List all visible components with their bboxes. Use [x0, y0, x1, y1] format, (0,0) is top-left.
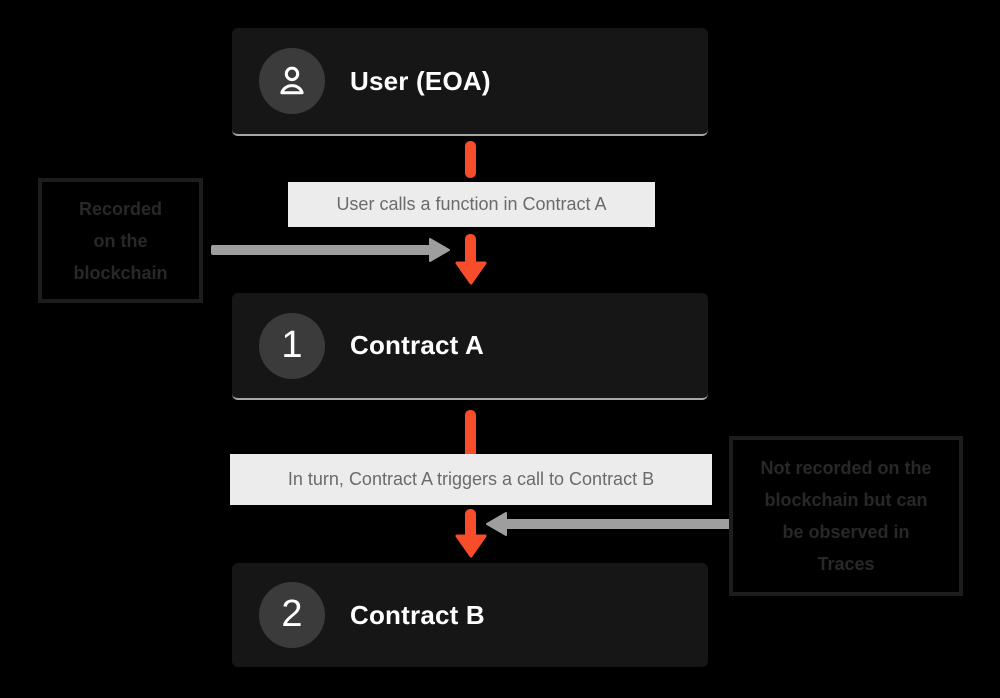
edge-label-user-calls: User calls a function in Contract A — [288, 182, 655, 227]
orange-arrow-shaft-4 — [465, 509, 476, 539]
annotation-line: be observed in — [782, 522, 910, 542]
person-icon — [280, 66, 304, 95]
edge-label-contract-a-triggers: In turn, Contract A triggers a call to C… — [230, 454, 712, 505]
orange-arrowhead-down-2 — [455, 534, 487, 558]
annotation-recorded-on-chain: Recorded on the blockchain — [38, 178, 203, 303]
orange-arrow-shaft-3 — [465, 410, 476, 454]
orange-arrowhead-down-1 — [455, 261, 487, 285]
node-title-contract-b: Contract B — [350, 599, 485, 630]
annotation-line: Not recorded on the — [760, 458, 932, 478]
step-1-badge: 1 — [259, 312, 325, 379]
gray-arrow-right-shaft — [505, 519, 731, 529]
annotation-line: blockchain but can — [764, 490, 928, 510]
gray-arrowhead-right — [429, 238, 450, 262]
orange-arrow-shaft-1 — [465, 141, 476, 178]
node-title-user: User (EOA) — [350, 65, 491, 96]
user-avatar-badge — [259, 48, 325, 114]
node-user-eoa: User (EOA) — [232, 28, 708, 136]
gray-arrow-left-shaft — [211, 245, 430, 255]
annotation-line: blockchain — [73, 262, 168, 283]
annotation-line: Traces — [817, 554, 875, 574]
node-contract-b: 2 Contract B — [232, 563, 708, 667]
step-number: 2 — [281, 593, 303, 635]
annotation-line: on the — [93, 230, 148, 251]
annotation-not-recorded-traces: Not recorded on the blockchain but can b… — [729, 436, 963, 596]
node-contract-a: 1 Contract A — [232, 293, 708, 400]
orange-arrow-shaft-2 — [465, 234, 476, 266]
step-number: 1 — [281, 323, 303, 366]
node-title-contract-a: Contract A — [350, 330, 484, 360]
annotation-line: Recorded — [78, 198, 163, 219]
step-2-badge: 2 — [259, 582, 325, 648]
